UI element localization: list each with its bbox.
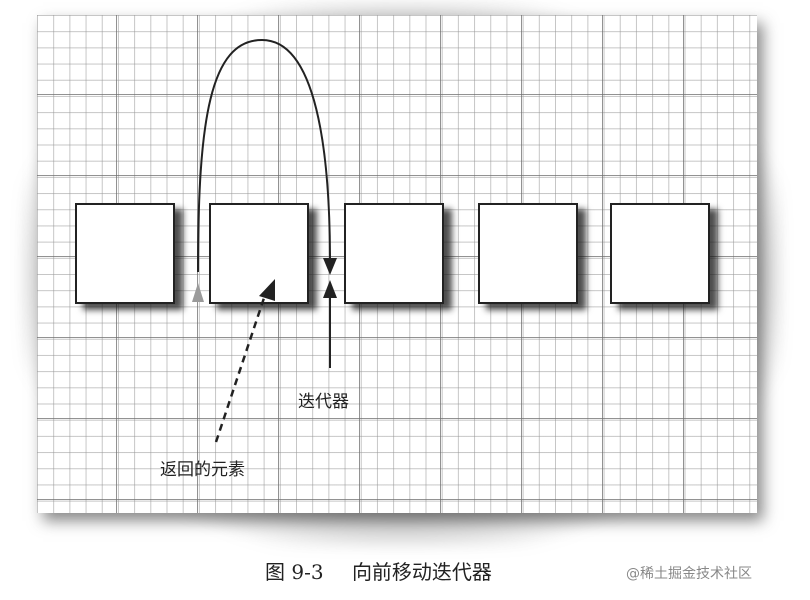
watermark: @稀土掘金技术社区: [626, 566, 752, 582]
figure-number: 图 9-3: [265, 560, 324, 584]
arrowhead-down-icon: [323, 258, 337, 275]
returned-element-label: 返回的元素: [160, 460, 245, 480]
list-element-box-3: [344, 203, 444, 304]
list-element-box-4: [478, 203, 578, 304]
arrowhead-up-icon: [323, 280, 337, 298]
figure-title: 向前移动迭代器: [351, 560, 492, 584]
iterator-label: 迭代器: [298, 392, 349, 412]
returned-element-arrowhead-icon: [259, 279, 275, 301]
returned-element-dashed-line: [214, 291, 268, 443]
list-element-box-1: [75, 203, 175, 304]
list-element-box-5: [610, 203, 710, 304]
list-element-box-2: [209, 203, 309, 304]
old-position-arrowhead-icon: [192, 283, 204, 302]
curved-jump-arrow: [197, 38, 331, 273]
figure-caption: 图 9-3 向前移动迭代器: [265, 556, 492, 585]
